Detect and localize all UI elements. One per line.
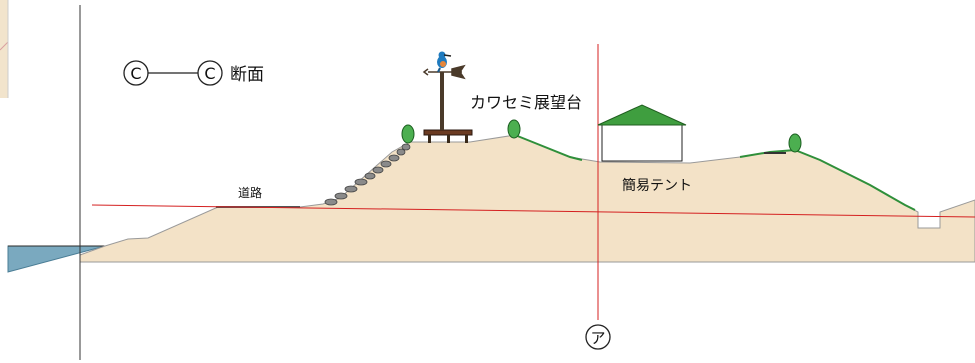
tree-1 [401,124,415,144]
observatory-pole [440,72,444,130]
vane-tail [451,64,466,80]
inset-ground [0,0,8,98]
bird-belly [440,61,446,67]
stone [334,192,348,200]
reference-marker-text: ア [590,329,605,347]
inset-line [0,41,9,51]
section-title: C C 断面 [123,60,264,86]
tent-label: 簡易テント [622,178,692,194]
bench-leg [465,135,468,143]
stone [354,178,368,186]
ground-profile [79,134,975,263]
bench-leg [428,135,431,143]
stone [401,143,411,151]
tree-2 [507,119,521,139]
observatory-label: カワセミ展望台 [470,93,582,112]
stone [396,148,406,156]
section-marker-left-text: C [130,64,141,83]
kingfisher-icon [437,51,452,73]
vane-arrow [422,68,429,76]
tent-roof [597,104,687,126]
bird-head [438,51,446,59]
stone [372,166,384,174]
section-suffix: 断面 [230,65,264,85]
bird-beak [443,54,452,57]
road-label: 道路 [238,185,262,200]
tree-3 [788,133,802,153]
stone [380,160,392,168]
section-marker-right [197,60,223,86]
section-marker-right-text: C [204,64,215,83]
weathervane-icon [422,64,466,80]
stone-steps [324,143,411,206]
tent-body [601,124,683,162]
simple-tent [597,104,687,162]
left-inset [0,0,9,98]
stone [324,198,338,206]
bench-top [423,129,473,136]
stone [344,185,358,193]
grass-strip-1 [514,134,583,161]
bird-tail [437,67,441,73]
red-horizontal-line [91,204,975,218]
stone [388,154,400,162]
observation-bench [423,129,473,143]
reference-marker [585,324,611,350]
stone [364,172,376,180]
bench-leg [447,135,450,143]
